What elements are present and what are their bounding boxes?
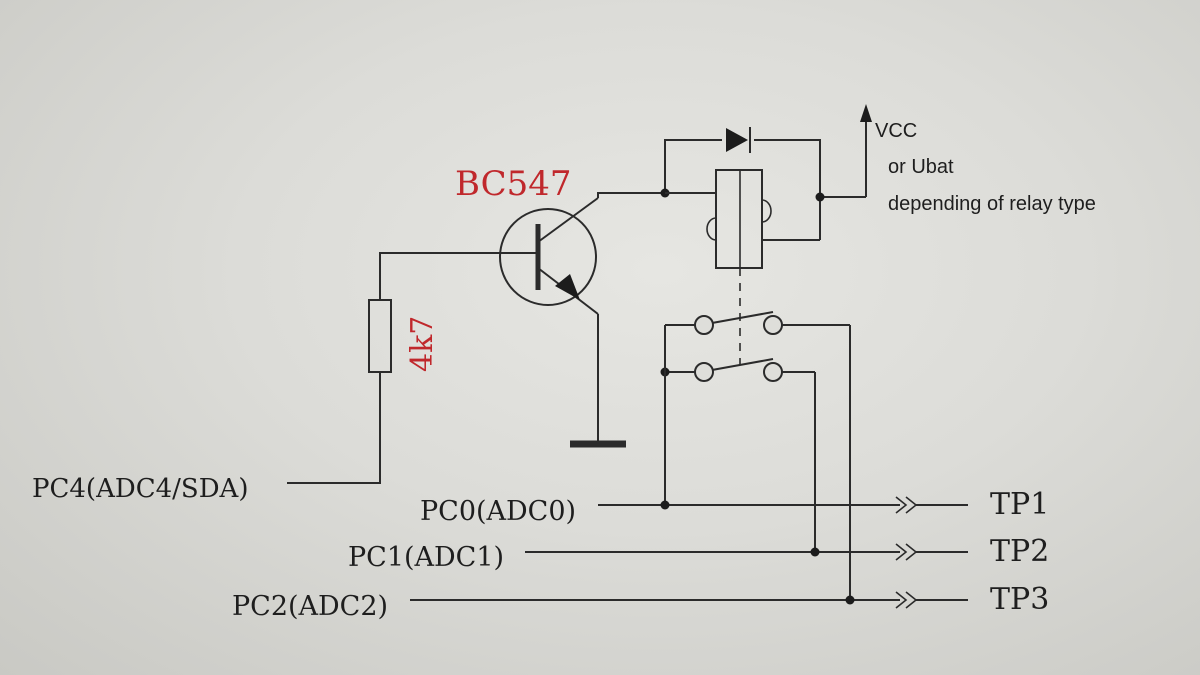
- pin-label-adc2: PC2(ADC2): [232, 591, 388, 622]
- supply-note-line1: or Ubat: [888, 156, 954, 178]
- junction-dot: [815, 192, 825, 202]
- diode-left-wire: [664, 139, 722, 193]
- testpoint-label-tp2: TP2: [990, 534, 1049, 569]
- diode-icon: [726, 128, 748, 152]
- vcc-arrow-icon: [860, 104, 872, 122]
- connector-chevron-icon: [895, 591, 968, 609]
- transistor-label: BC547: [455, 164, 572, 204]
- collector-wire: [597, 192, 665, 198]
- supply-note-line2: depending of relay type: [888, 193, 1096, 215]
- sda-wire: [287, 372, 381, 484]
- vcc-label: VCC: [875, 120, 917, 142]
- testpoint-label-tp1: TP1: [990, 487, 1049, 522]
- pin-label-adc1: PC1(ADC1): [348, 542, 504, 573]
- pin-label-adc0: PC0(ADC0): [420, 496, 576, 527]
- emitter-arrow-icon: [555, 274, 580, 300]
- transistor-collector-lead: [537, 197, 599, 243]
- diode-right-wire: [754, 139, 821, 240]
- resistor-label: 4k7: [405, 316, 440, 372]
- testpoint-label-tp3: TP3: [990, 582, 1049, 617]
- pin-label-sda: PC4(ADC4/SDA): [32, 474, 248, 504]
- connector-chevron-icon: [895, 543, 968, 561]
- transistor-symbol: [499, 197, 599, 315]
- transistor-body: [499, 208, 597, 306]
- relay-coil: [715, 169, 763, 269]
- base-wire: [379, 252, 538, 300]
- connector-chevron-icon: [895, 496, 968, 514]
- relay-contacts: [660, 311, 850, 382]
- resistor-symbol: [368, 299, 392, 373]
